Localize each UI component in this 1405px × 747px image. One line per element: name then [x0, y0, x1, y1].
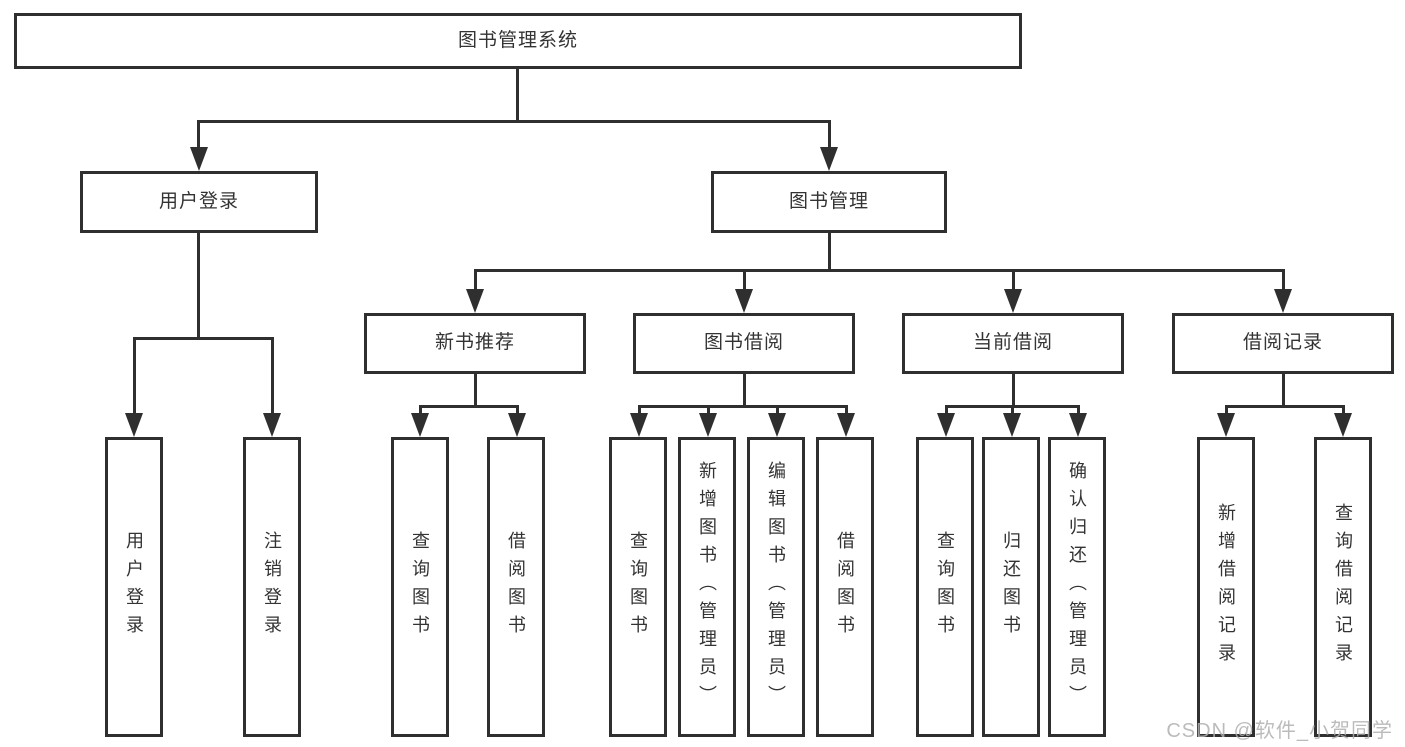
- arrow-down-icon: [768, 413, 786, 437]
- arrow-down-icon: [190, 147, 208, 171]
- connector: [1012, 269, 1015, 291]
- leaf-current-confirm-return-admin: 确认归还（管理员）: [1048, 437, 1106, 737]
- leaf-borrow-add-books-admin-label: 新增图书（管理员）: [697, 461, 717, 713]
- connector: [516, 405, 519, 416]
- leaf-user-login-label: 用户登录: [124, 531, 144, 643]
- connector: [1225, 405, 1228, 416]
- connector: [197, 120, 200, 149]
- connector: [197, 120, 831, 123]
- connector: [845, 405, 848, 416]
- connector: [1282, 269, 1285, 291]
- node-new-book-recommend-label: 新书推荐: [434, 332, 515, 354]
- leaf-records-add-record: 新增借阅记录: [1197, 437, 1255, 737]
- leaf-current-return-books: 归还图书: [982, 437, 1040, 737]
- connector: [1282, 374, 1285, 407]
- leaf-borrow-borrow-books-label: 借阅图书: [835, 531, 855, 643]
- node-book-management-label: 图书管理: [788, 190, 869, 212]
- connector: [828, 120, 831, 149]
- leaf-current-query-books-label: 查询图书: [935, 531, 955, 643]
- arrow-down-icon: [1217, 413, 1235, 437]
- connector: [419, 405, 519, 408]
- node-book-management: 图书管理: [711, 171, 947, 233]
- leaf-logout: 注销登录: [243, 437, 301, 737]
- leaf-records-query-record: 查询借阅记录: [1314, 437, 1372, 737]
- connector: [474, 374, 477, 407]
- csdn-watermark: CSDN @软件_小贺同学: [1166, 720, 1393, 742]
- connector: [419, 405, 422, 416]
- connector: [1342, 405, 1345, 416]
- leaf-records-query-record-label: 查询借阅记录: [1333, 503, 1353, 671]
- node-borrow-records-label: 借阅记录: [1242, 332, 1323, 354]
- node-user-login: 用户登录: [80, 171, 318, 233]
- arrow-down-icon: [735, 289, 753, 313]
- node-current-borrow-label: 当前借阅: [972, 332, 1053, 354]
- leaf-borrow-add-books-admin: 新增图书（管理员）: [678, 437, 736, 737]
- connector: [133, 337, 136, 415]
- leaf-records-add-record-label: 新增借阅记录: [1216, 503, 1236, 671]
- arrow-down-icon: [1003, 413, 1021, 437]
- arrow-down-icon: [1004, 289, 1022, 313]
- arrow-down-icon: [1274, 289, 1292, 313]
- arrow-down-icon: [125, 413, 143, 437]
- leaf-newbook-query-books-label: 查询图书: [410, 531, 430, 643]
- node-new-book-recommend: 新书推荐: [364, 313, 586, 374]
- leaf-borrow-edit-books-admin: 编辑图书（管理员）: [747, 437, 805, 737]
- leaf-current-confirm-return-admin-label: 确认归还（管理员）: [1067, 461, 1087, 713]
- leaf-newbook-borrow-books-label: 借阅图书: [506, 531, 526, 643]
- connector: [638, 405, 641, 416]
- leaf-logout-label: 注销登录: [262, 531, 282, 643]
- connector: [707, 405, 710, 416]
- connector: [743, 269, 746, 291]
- arrow-down-icon: [466, 289, 484, 313]
- connector: [474, 269, 1285, 272]
- node-borrow-records: 借阅记录: [1172, 313, 1394, 374]
- node-book-borrow-label: 图书借阅: [703, 332, 784, 354]
- connector: [271, 337, 274, 415]
- connector: [516, 68, 519, 121]
- connector: [1225, 405, 1345, 408]
- connector: [1012, 374, 1015, 407]
- arrow-down-icon: [1334, 413, 1352, 437]
- node-book-borrow: 图书借阅: [633, 313, 855, 374]
- node-user-login-label: 用户登录: [158, 190, 239, 212]
- arrow-down-icon: [837, 413, 855, 437]
- leaf-borrow-query-books-label: 查询图书: [628, 531, 648, 643]
- leaf-user-login: 用户登录: [105, 437, 163, 737]
- arrow-down-icon: [820, 147, 838, 171]
- node-current-borrow: 当前借阅: [902, 313, 1124, 374]
- connector: [197, 233, 200, 339]
- leaf-current-query-books: 查询图书: [916, 437, 974, 737]
- leaf-borrow-query-books: 查询图书: [609, 437, 667, 737]
- node-root: 图书管理系统: [14, 13, 1022, 69]
- leaf-borrow-borrow-books: 借阅图书: [816, 437, 874, 737]
- connector: [1011, 405, 1014, 416]
- leaf-newbook-query-books: 查询图书: [391, 437, 449, 737]
- arrow-down-icon: [508, 413, 526, 437]
- leaf-borrow-edit-books-admin-label: 编辑图书（管理员）: [766, 461, 786, 713]
- arrow-down-icon: [263, 413, 281, 437]
- connector: [743, 374, 746, 407]
- arrow-down-icon: [630, 413, 648, 437]
- connector: [474, 269, 477, 291]
- node-root-label: 图书管理系统: [457, 29, 578, 51]
- connector: [638, 405, 847, 408]
- connector: [133, 337, 274, 340]
- leaf-current-return-books-label: 归还图书: [1001, 531, 1021, 643]
- arrow-down-icon: [699, 413, 717, 437]
- arrow-down-icon: [937, 413, 955, 437]
- connector: [1077, 405, 1080, 416]
- connector: [945, 405, 948, 416]
- arrow-down-icon: [1069, 413, 1087, 437]
- connector: [828, 233, 831, 271]
- leaf-newbook-borrow-books: 借阅图书: [487, 437, 545, 737]
- arrow-down-icon: [411, 413, 429, 437]
- connector: [776, 405, 779, 416]
